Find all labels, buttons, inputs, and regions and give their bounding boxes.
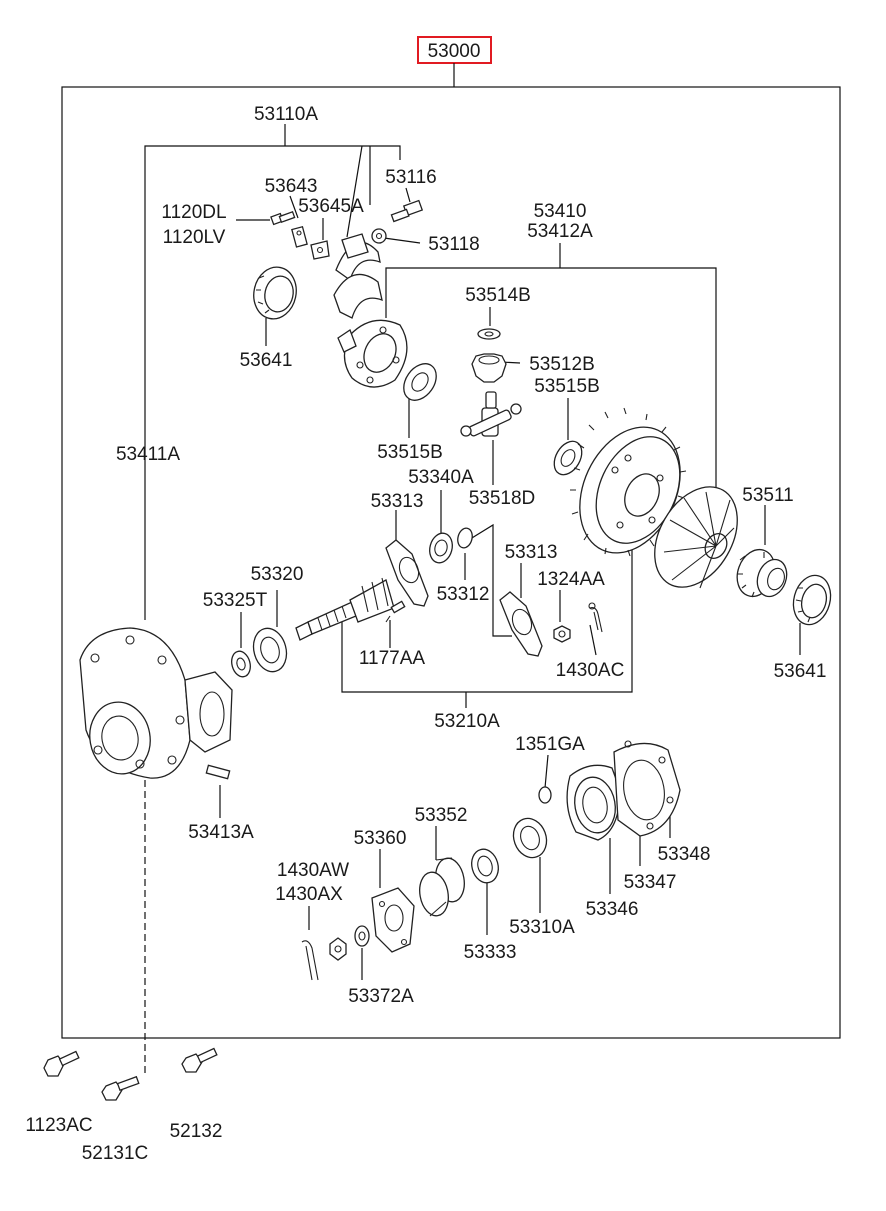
label-53325t[interactable]: 53325T	[203, 590, 268, 611]
part-bolt-1123ac[interactable]	[43, 1050, 80, 1077]
part-cotter-pin-1430ax[interactable]	[301, 940, 319, 981]
part-differential-case-53410[interactable]	[337, 319, 408, 388]
part-bolt-52132[interactable]	[181, 1047, 218, 1073]
label-53118[interactable]: 53118	[428, 234, 479, 255]
part-bolt-53116[interactable]	[390, 199, 424, 223]
label-53643[interactable]: 53643	[265, 176, 318, 197]
label-53412a[interactable]: 53412A	[527, 221, 593, 242]
assembly-frame	[61, 86, 841, 1039]
part-nut-1324aa[interactable]	[553, 625, 571, 643]
part-lock-plate-53645a[interactable]	[310, 240, 330, 260]
label-53518d[interactable]: 53518D	[469, 488, 536, 509]
part-washer-53514b[interactable]	[477, 328, 501, 340]
part-pinion-gear-53512b[interactable]	[471, 353, 507, 383]
label-53348[interactable]: 53348	[658, 844, 711, 865]
part-washer-53118[interactable]	[371, 228, 387, 244]
label-52131c[interactable]: 52131C	[82, 1143, 149, 1164]
label-53641-left[interactable]: 53641	[240, 350, 293, 371]
part-companion-flange-53360[interactable]	[371, 887, 415, 953]
part-lock-plate-53643[interactable]	[291, 225, 308, 248]
part-side-gear-53511[interactable]	[731, 544, 792, 601]
label-53210a[interactable]: 53210A	[434, 711, 500, 732]
label-53310a[interactable]: 53310A	[509, 917, 575, 938]
label-1430ac[interactable]: 1430AC	[556, 660, 625, 681]
part-carrier-53411a[interactable]	[79, 627, 233, 779]
label-53410[interactable]: 53410	[534, 201, 587, 222]
part-bolt-1177aa[interactable]	[385, 600, 406, 623]
label-53313-left[interactable]: 53313	[371, 491, 424, 512]
label-53333[interactable]: 53333	[464, 942, 517, 963]
label-53372a[interactable]: 53372A	[348, 986, 414, 1007]
label-53511[interactable]: 53511	[742, 485, 793, 506]
part-deflector-53352[interactable]	[416, 856, 467, 918]
part-stud-53413a[interactable]	[205, 764, 231, 780]
part-washer-53333[interactable]	[468, 846, 502, 886]
label-53346[interactable]: 53346	[586, 899, 639, 920]
label-53512b[interactable]: 53512B	[529, 354, 595, 375]
part-bearing-53310a[interactable]	[508, 814, 552, 863]
part-cotter-pin-1430ac[interactable]	[588, 602, 603, 633]
part-side-cover-53511[interactable]	[638, 472, 754, 602]
label-1120lv[interactable]: 1120LV	[163, 227, 226, 248]
part-oring-53312[interactable]	[456, 527, 475, 550]
main-assembly-number[interactable]: 53000	[428, 41, 481, 62]
part-flange-assembly-53346[interactable]	[566, 740, 681, 841]
part-washer-53372a[interactable]	[354, 925, 370, 947]
label-53116[interactable]: 53116	[385, 167, 436, 188]
part-spider-53518d[interactable]	[460, 391, 522, 437]
part-nut-1430aw[interactable]	[329, 937, 347, 961]
label-53411a[interactable]: 53411A	[116, 444, 180, 465]
part-gasket-53313-left[interactable]	[385, 539, 429, 607]
label-52132[interactable]: 52132	[170, 1121, 223, 1142]
label-1430aw[interactable]: 1430AW	[277, 860, 349, 881]
label-1324aa[interactable]: 1324AA	[537, 569, 605, 590]
part-spacer-53325t[interactable]	[229, 649, 253, 679]
label-1351ga[interactable]: 1351GA	[515, 734, 585, 755]
part-bolt-52131c[interactable]	[101, 1075, 140, 1101]
part-oil-seal-1351ga[interactable]	[538, 786, 552, 804]
part-thrust-washer-53515b-right[interactable]	[549, 436, 588, 479]
part-drive-pinion-53210a[interactable]	[295, 577, 395, 641]
label-53514b[interactable]: 53514B	[465, 285, 531, 306]
label-53110a[interactable]: 53110A	[254, 104, 318, 125]
label-53347[interactable]: 53347	[624, 872, 677, 893]
label-53515b-right[interactable]: 53515B	[534, 376, 600, 397]
label-1430ax[interactable]: 1430AX	[275, 884, 343, 905]
label-53641-right[interactable]: 53641	[774, 661, 827, 682]
label-1123ac[interactable]: 1123AC	[25, 1115, 92, 1136]
part-bearing-53320[interactable]	[249, 625, 291, 676]
label-53645a[interactable]: 53645A	[298, 196, 364, 217]
part-ring-gear-53210a[interactable]	[560, 407, 699, 569]
label-53313-right[interactable]: 53313	[505, 542, 558, 563]
part-adjusting-nut-53641-right[interactable]	[788, 571, 836, 629]
label-53515b-left[interactable]: 53515B	[377, 442, 443, 463]
part-gasket-53313-right[interactable]	[499, 591, 543, 657]
part-bearing-53340a[interactable]	[426, 531, 455, 566]
part-bearing-cap-53110a[interactable]	[333, 233, 383, 319]
part-bolt-1120dl[interactable]	[270, 210, 296, 226]
label-53352[interactable]: 53352	[415, 805, 468, 826]
label-1120dl[interactable]: 1120DL	[161, 202, 226, 223]
label-1177aa[interactable]: 1177AA	[359, 648, 426, 669]
label-53320[interactable]: 53320	[251, 564, 304, 585]
label-53413a[interactable]: 53413A	[188, 822, 254, 843]
label-53360[interactable]: 53360	[354, 828, 407, 849]
label-53312[interactable]: 53312	[437, 584, 490, 605]
part-number-labels: 53110A 53116 53643 53645A 1120DL 1120LV …	[25, 104, 826, 1164]
part-thrust-washer-53515b-left[interactable]	[397, 358, 443, 407]
label-53340a[interactable]: 53340A	[408, 467, 474, 488]
part-adjusting-nut-53641-left[interactable]	[249, 263, 301, 323]
